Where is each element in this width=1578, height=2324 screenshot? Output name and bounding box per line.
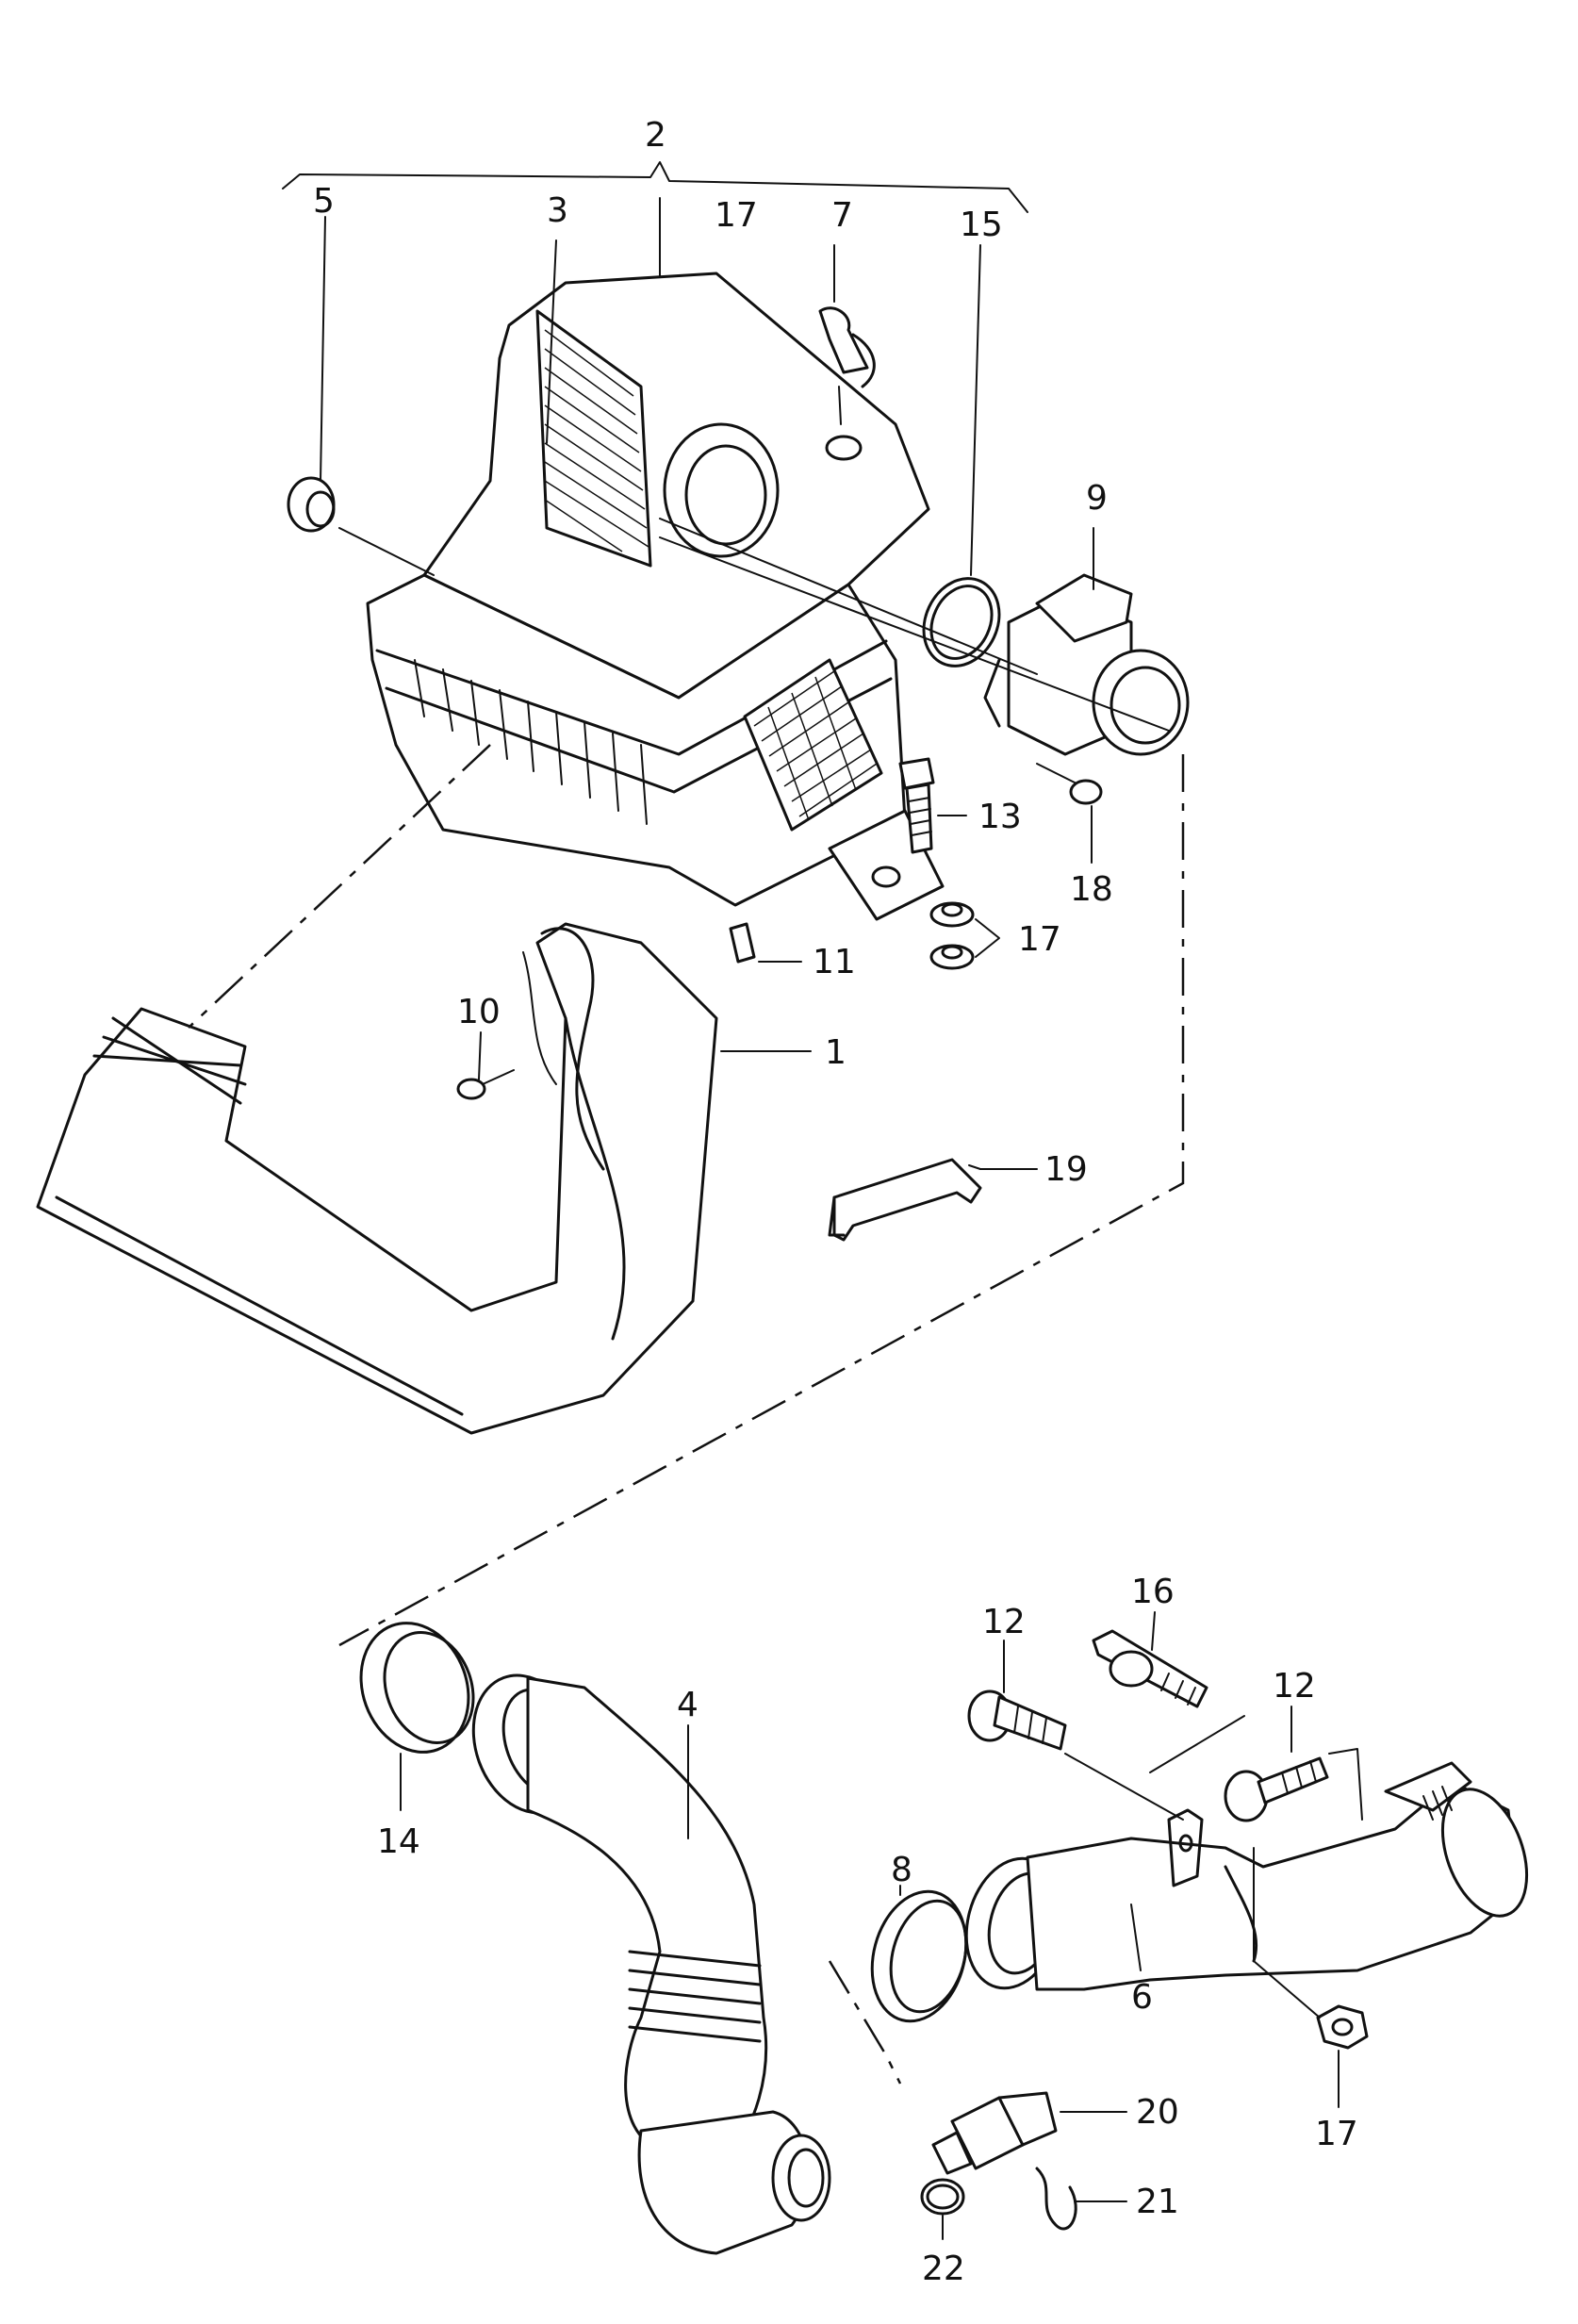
callout-11: 11	[813, 943, 856, 981]
callout-19: 19	[1044, 1150, 1088, 1189]
callout-12-right: 12	[1273, 1667, 1316, 1706]
intake-hose-4	[471, 1673, 831, 2255]
callout-4: 4	[677, 1686, 699, 1724]
callout-13: 13	[978, 798, 1022, 836]
callout-6: 6	[1131, 1978, 1153, 2017]
clip-7	[818, 306, 876, 425]
callout-21: 21	[1136, 2183, 1179, 2221]
bolt-12a	[967, 1689, 1184, 1821]
callout-16: 16	[1131, 1573, 1175, 1611]
sensor-20	[931, 2091, 1058, 2175]
y-pipe-6	[964, 1761, 1529, 1991]
callout-17: 17	[715, 196, 758, 235]
callout-7: 7	[831, 196, 853, 235]
callout-8: 8	[891, 1851, 912, 1889]
callout-20: 20	[1136, 2093, 1179, 2132]
callout-17-grommets: 17	[1018, 920, 1061, 959]
callout-2: 2	[645, 116, 666, 155]
callout-1: 1	[825, 1033, 847, 1072]
callout-12-left: 12	[982, 1603, 1026, 1641]
assembly-lines	[188, 518, 1185, 2085]
bolt-13	[898, 757, 935, 854]
callout-labels: 2 5 3 17 7 15 9 13 18 17 11 10 1 19 16 1…	[313, 116, 1358, 2288]
callout-10: 10	[457, 993, 501, 1031]
grommet-5	[287, 476, 435, 576]
callout-18: 18	[1070, 870, 1113, 909]
screw-18	[1036, 763, 1103, 805]
nut-17	[1253, 1847, 1369, 2050]
grommets-17	[929, 901, 975, 970]
hose-clamp-14	[359, 1622, 475, 1811]
bolt-12b	[1224, 1748, 1363, 1822]
leader-lines	[320, 216, 1340, 2240]
callout-3: 3	[547, 191, 568, 230]
screw-10	[456, 1069, 515, 1100]
clip-11	[729, 922, 756, 964]
callout-17-nut: 17	[1315, 2115, 1358, 2153]
stud-16	[1092, 1629, 1245, 1773]
bracket-19	[828, 1158, 982, 1242]
wire-21	[1035, 2167, 1077, 2231]
hose-clamp-8	[870, 1885, 968, 2023]
intake-duct-1	[36, 922, 718, 1435]
o-ring-22	[920, 2178, 965, 2216]
callout-5: 5	[313, 182, 335, 221]
callout-22: 22	[922, 2250, 965, 2288]
callout-9: 9	[1086, 479, 1108, 518]
callout-15: 15	[960, 206, 1003, 244]
callout-14: 14	[377, 1822, 420, 1861]
o-ring-15	[922, 577, 1001, 668]
